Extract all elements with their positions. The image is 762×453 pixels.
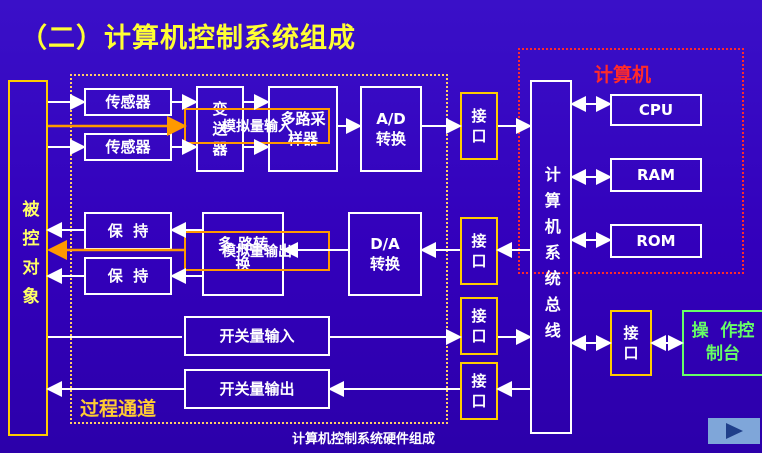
operator-console-label: 操 作控制台 <box>691 321 755 364</box>
interface-label-2: 接口 <box>471 231 487 270</box>
interface-label-4: 接口 <box>471 371 487 410</box>
computer-label: 计算机 <box>594 64 652 86</box>
system-bus-label: 计算机系统总线 <box>541 166 561 348</box>
hold-box-2: 保 持 <box>84 257 172 295</box>
mux-switch-label: 多 路转 换 <box>217 234 269 273</box>
ad-converter-label: A/D转换 <box>375 109 406 148</box>
page-title: （二）计算机控制系统组成 <box>20 23 356 54</box>
da-converter-label: D/A转换 <box>369 234 400 273</box>
interface-box-3: 接口 <box>460 297 498 355</box>
process-channel-label: 过程通道 <box>80 398 157 420</box>
figure-caption: 计算机控制系统硬件组成 <box>292 432 436 447</box>
computer-region <box>518 48 744 274</box>
next-slide-button[interactable] <box>708 418 760 444</box>
transmitter-box: 变送器 <box>196 86 244 172</box>
interface-label-5: 接口 <box>623 323 639 362</box>
controlled-object-label: 被控对象 <box>18 200 39 316</box>
switch-input-box: 开关量输入 <box>184 316 330 356</box>
play-arrow-icon <box>726 423 743 439</box>
system-bus-box: 计算机系统总线 <box>530 80 572 434</box>
interface-label-1: 接口 <box>471 106 487 145</box>
interface-label-3: 接口 <box>471 306 487 345</box>
transmitter-label: 变送器 <box>212 99 228 159</box>
